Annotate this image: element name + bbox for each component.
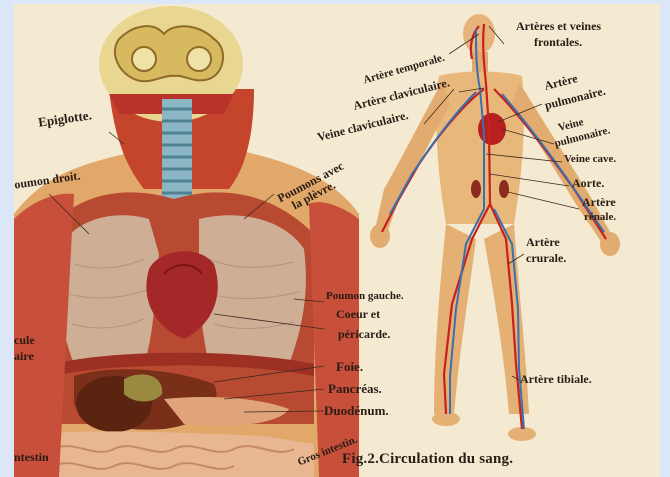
label-pericarde: péricarde.	[338, 328, 390, 340]
label-artere-crurale-1: Artère	[526, 236, 560, 248]
label-foie: Foie.	[336, 360, 363, 373]
label-pancreas: Pancréas.	[328, 382, 382, 395]
label-artere-renale-2: rénale.	[584, 212, 616, 223]
label-cut-intestin: ntestin	[14, 451, 49, 463]
label-arteres-veines-frontales-2: frontales.	[534, 36, 582, 48]
label-duodenum: Duodénum.	[324, 404, 389, 417]
label-arteres-veines-frontales-1: Artères et veines	[516, 20, 601, 32]
label-cut-ule: cule	[14, 334, 35, 346]
label-artere-tibiale: Artère tibiale.	[520, 373, 592, 385]
label-veine-cave: Veine cave.	[564, 154, 616, 165]
label-poumon-gauche: Poumon gauche.	[326, 291, 404, 302]
anatomy-plate: Epiglotte. oumon droit. Poumons avec la …	[14, 4, 660, 477]
torso-figure	[14, 6, 359, 477]
label-artere-renale-1: Artère	[582, 196, 616, 208]
label-cut-aire: aire	[14, 350, 34, 362]
label-aorte: Aorte.	[572, 177, 604, 189]
label-coeur-et: Coeur et	[336, 308, 380, 320]
label-artere-crurale-2: crurale.	[526, 252, 566, 264]
figure-caption: Fig.2.Circulation du sang.	[342, 452, 513, 467]
